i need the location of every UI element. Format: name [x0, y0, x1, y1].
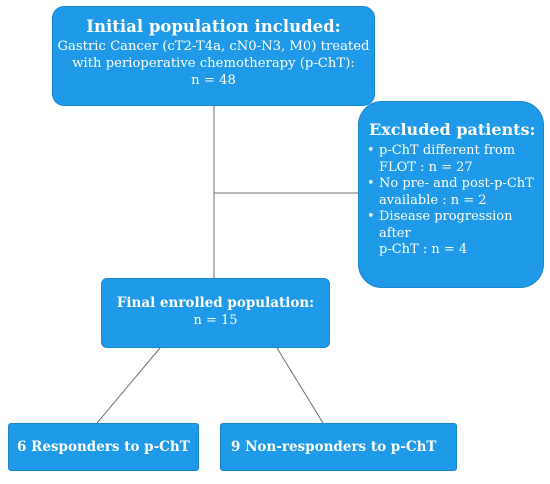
bullet-icon: • [367, 209, 375, 224]
initial-population-box: Initial population included: Gastric Can… [52, 6, 375, 106]
excluded-item-missing-data: • No pre- and post-p-ChT available : n =… [367, 176, 539, 209]
final-enrolled-count: n = 15 [193, 313, 238, 328]
excluded-patients-title: Excluded patients: [369, 120, 536, 139]
responders-box: 6 Responders to p-ChT [8, 423, 199, 471]
bullet-icon: • [367, 176, 375, 191]
excluded-patients-list: • p-ChT different from FLOT : n = 27 • N… [367, 143, 539, 259]
connector-final-to-nonresponders [276, 347, 324, 424]
excluded-item-progression: • Disease progression after p-ChT : n = … [367, 209, 539, 259]
initial-population-line1: Gastric Cancer (cT2-T4a, cN0-N3, M0) tre… [57, 39, 370, 54]
excluded-item-line2: FLOT : n = 27 [379, 159, 473, 175]
excluded-item-different-protocol: • p-ChT different from FLOT : n = 27 [367, 143, 539, 176]
bullet-icon: • [367, 143, 375, 158]
initial-population-count: n = 48 [191, 73, 236, 88]
excluded-item-line2: available : n = 2 [379, 192, 487, 208]
connector-final-to-responders [96, 347, 161, 424]
nonresponders-label: 9 Non-responders to p-ChT [231, 439, 437, 455]
final-enrolled-box: Final enrolled population: n = 15 [101, 278, 330, 348]
excluded-item-line1: p-ChT different from [379, 143, 516, 158]
excluded-item-line1: Disease progression after [379, 209, 513, 241]
final-enrolled-title: Final enrolled population: [116, 295, 315, 311]
nonresponders-box: 9 Non-responders to p-ChT [220, 423, 457, 471]
responders-label: 6 Responders to p-ChT [17, 439, 190, 455]
initial-population-line2: with perioperative chemotherapy (p-ChT): [72, 56, 355, 71]
initial-population-title: Initial population included: [86, 17, 341, 36]
excluded-item-line1: No pre- and post-p-ChT [379, 176, 534, 191]
excluded-item-line2: p-ChT : n = 4 [379, 242, 468, 257]
excluded-patients-box: Excluded patients: • p-ChT different fro… [358, 101, 544, 288]
